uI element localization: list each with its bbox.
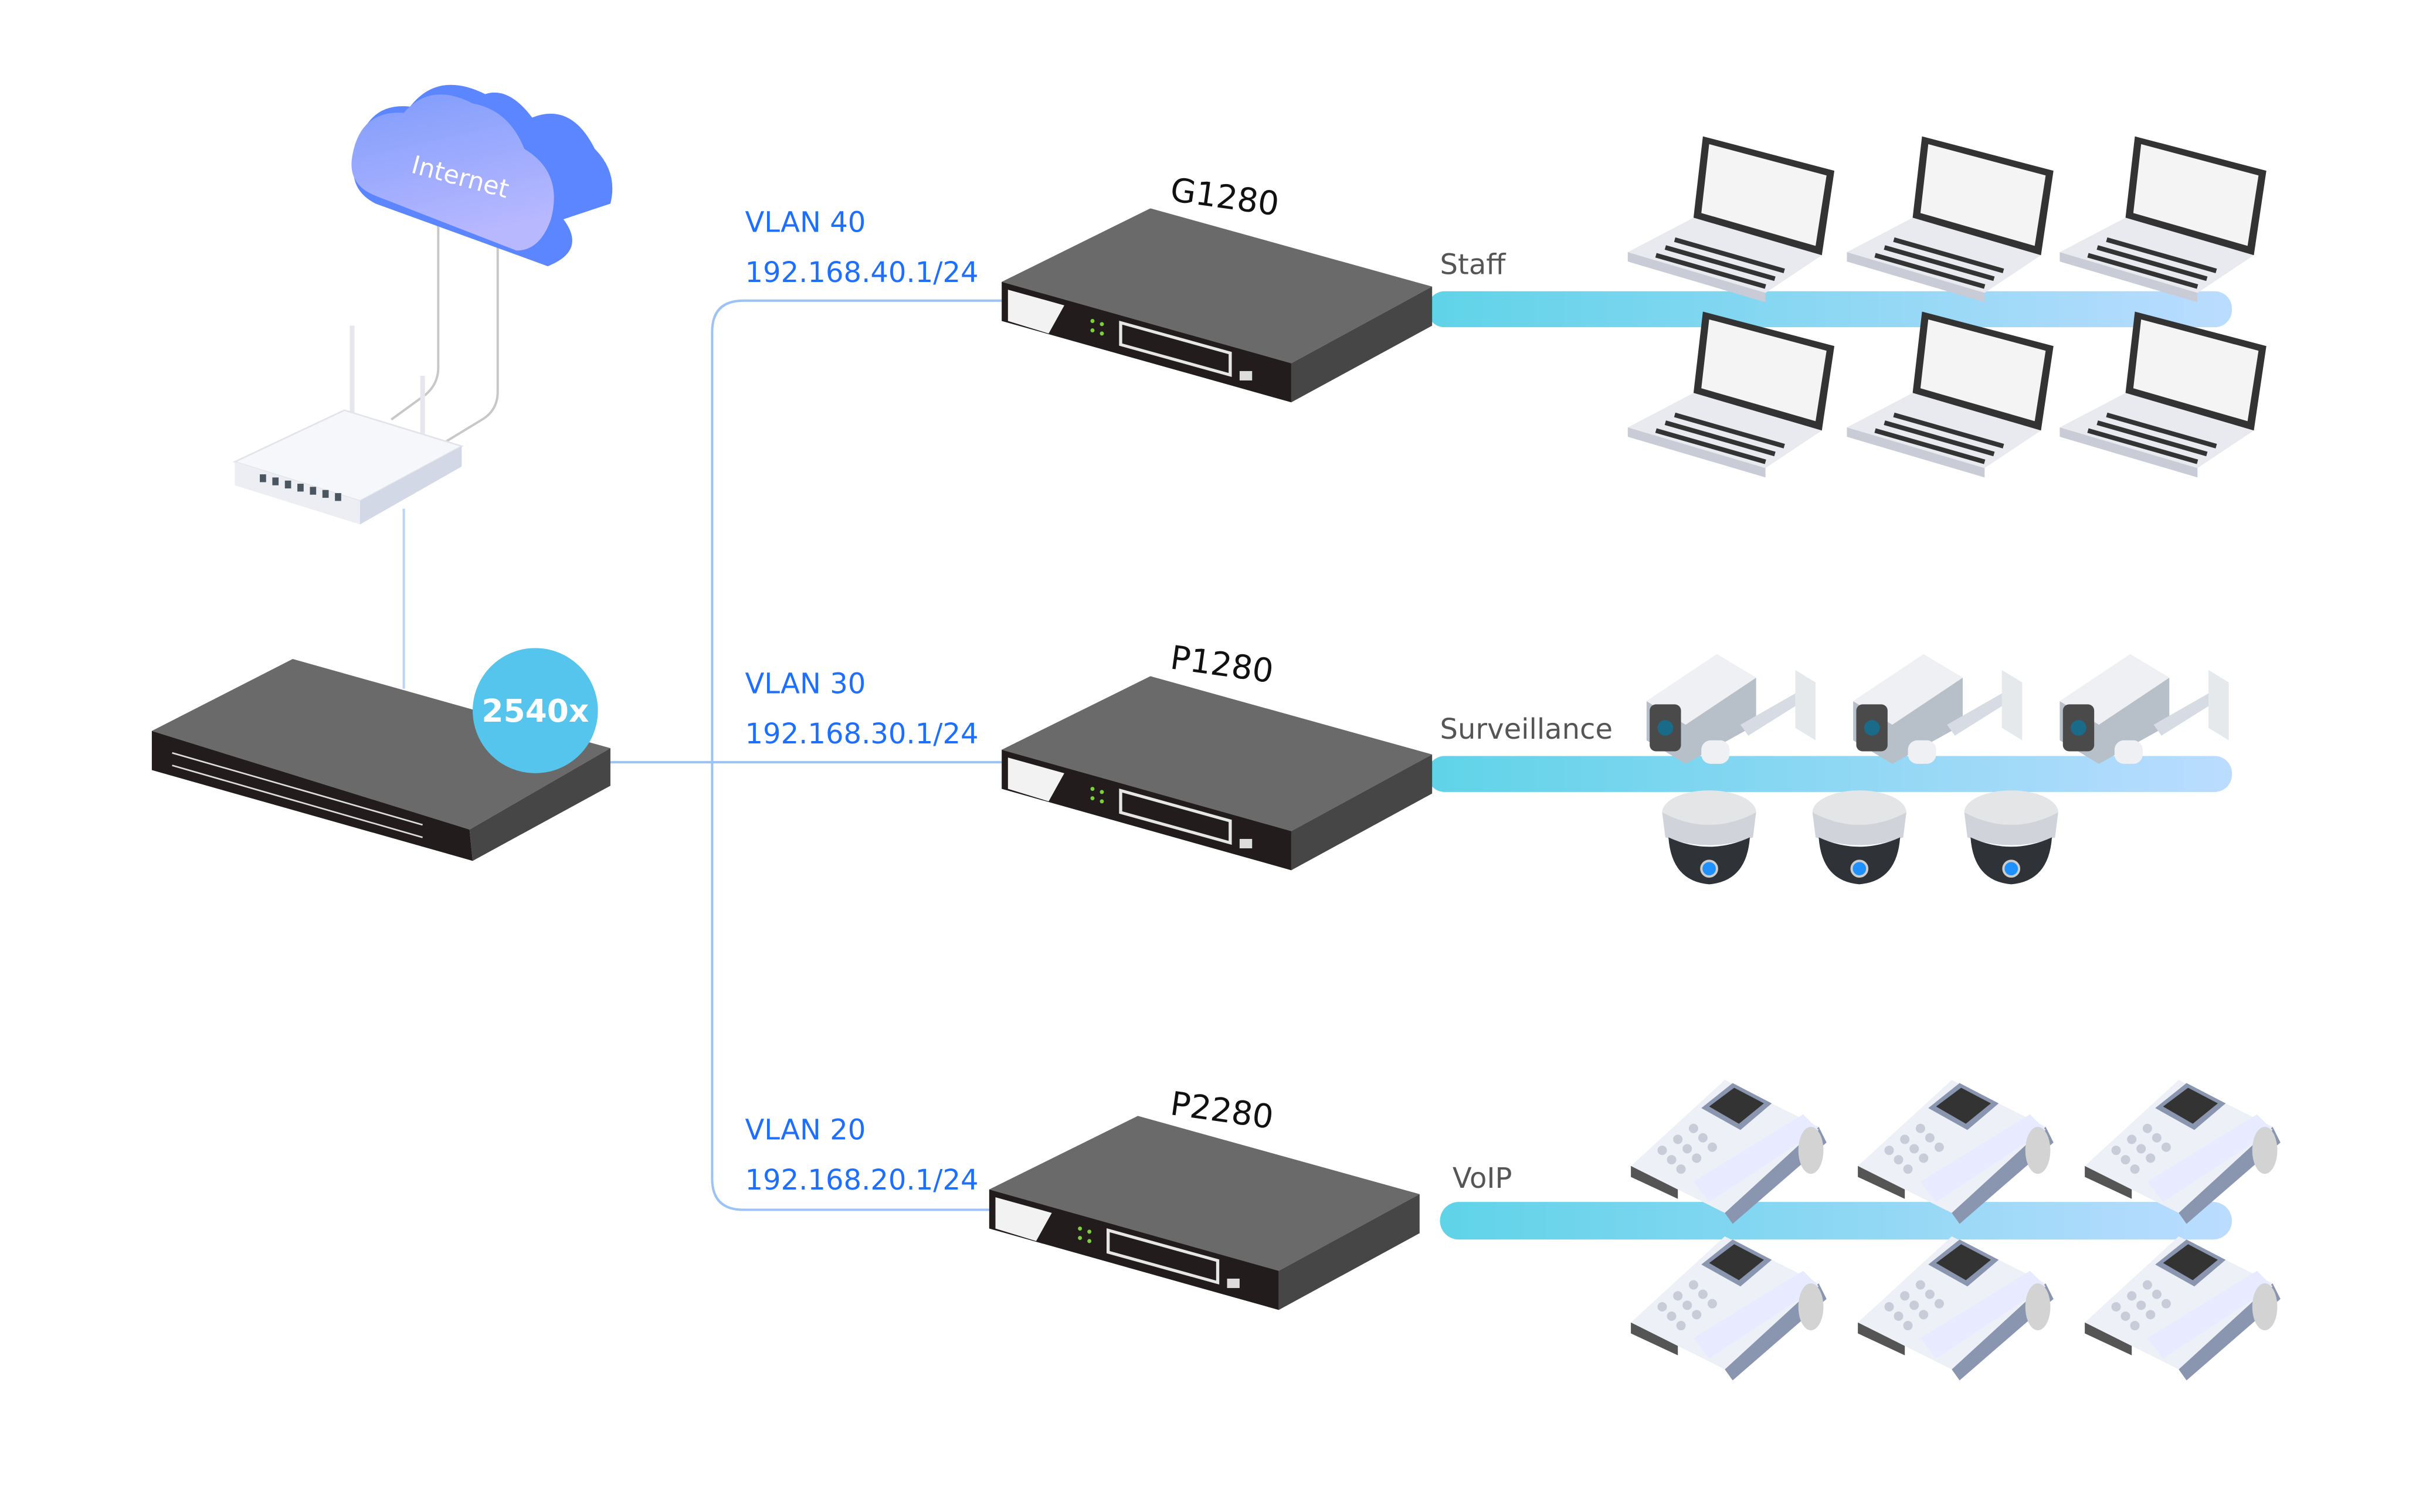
- vlan-trunk-lines: [610, 299, 1002, 1211]
- ip-phone-icon: [1858, 1236, 2054, 1381]
- core-switch: 2540x: [151, 648, 610, 861]
- ip-phone-icon: [1631, 1236, 1827, 1381]
- switch-g1280-label: G1280: [1168, 171, 1281, 223]
- switch-g1280: [1002, 208, 1432, 402]
- vlan-30-label: VLAN 30: [745, 668, 866, 701]
- laptop-icon: [1628, 137, 1834, 303]
- vlan-30-subnet: 192.168.30.1/24: [745, 718, 978, 750]
- voip-label: VoIP: [1453, 1162, 1512, 1195]
- switch-p1280-label: P1280: [1168, 639, 1276, 691]
- laptop-icon: [1628, 311, 1834, 477]
- laptop-icon: [1847, 311, 2053, 477]
- switch-p1280: [1002, 676, 1432, 870]
- dome-camera-icon: [1964, 790, 2058, 884]
- vlan-40-subnet: 192.168.40.1/24: [745, 256, 978, 289]
- surveillance-label: Surveillance: [1440, 713, 1613, 746]
- bullet-camera-icon: [2059, 654, 2229, 764]
- cloud-icon: Internet: [351, 84, 613, 267]
- model-badge: [473, 648, 598, 773]
- vlan-40-label: VLAN 40: [745, 206, 866, 239]
- laptop-icon: [2059, 137, 2266, 303]
- surveillance-band: [1427, 756, 2232, 792]
- laptop-icon: [1847, 137, 2053, 303]
- core-switch-model: 2540x: [481, 692, 589, 729]
- voip-band: [1440, 1202, 2232, 1240]
- router-icon: [232, 325, 464, 525]
- dome-camera-icon: [1813, 790, 1906, 884]
- ip-phone-icon: [2085, 1236, 2281, 1381]
- internet-router-cables: [391, 203, 499, 443]
- staff-label: Staff: [1440, 248, 1507, 281]
- bullet-camera-icon: [1853, 654, 2023, 764]
- laptop-icon: [2059, 311, 2266, 477]
- vlan-20-label: VLAN 20: [745, 1113, 866, 1146]
- staff-band: [1427, 291, 2232, 328]
- bullet-camera-icon: [1646, 654, 1816, 764]
- dome-camera-icon: [1662, 790, 1756, 884]
- vlan-20-subnet: 192.168.20.1/24: [745, 1164, 978, 1197]
- switch-p2280: [989, 1116, 1420, 1310]
